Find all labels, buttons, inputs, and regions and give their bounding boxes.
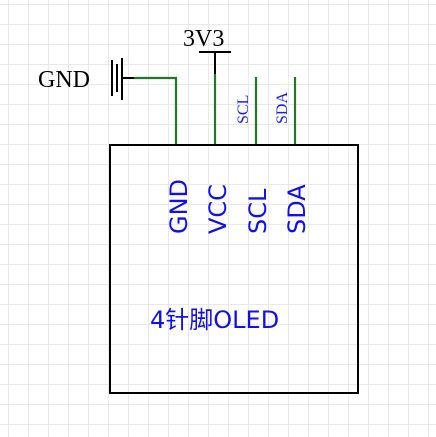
pin-label-vcc: VCC: [204, 184, 232, 234]
pin-label-scl: SCL: [244, 188, 272, 234]
scl-net-label: SCL: [235, 95, 252, 124]
ground-label: GND: [38, 67, 90, 93]
module-title: 4针脚OLED: [150, 306, 279, 334]
sda-net-label: SDA: [274, 92, 291, 124]
ground-symbol: GND: [38, 58, 135, 100]
pin-label-sda: SDA: [283, 184, 311, 234]
supply-label: 3V3: [183, 26, 224, 52]
oled-module-outline: [109, 144, 359, 394]
pin-label-gnd: GND: [165, 179, 193, 234]
vcc-power-symbol: 3V3: [183, 26, 231, 76]
gnd-wire: [134, 76, 178, 145]
